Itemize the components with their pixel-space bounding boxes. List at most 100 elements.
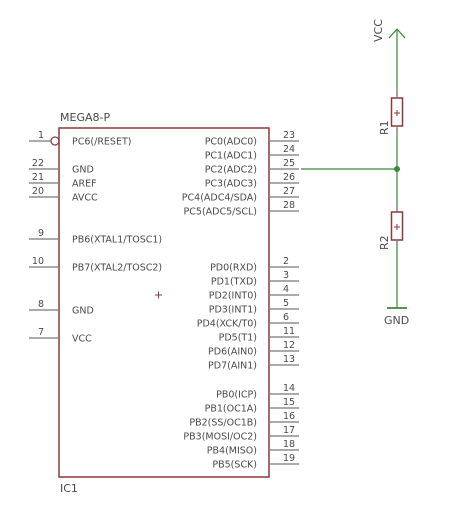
pin-label: PC1(ADC1)	[205, 151, 257, 162]
pin-number: 14	[283, 383, 295, 394]
pin-label: PD0(RXD)	[210, 263, 257, 274]
pin-label: PB6(XTAL1/TOSC1)	[72, 235, 162, 246]
pin-number: 26	[283, 172, 295, 183]
pin-number: 6	[283, 312, 289, 323]
pin-number: 10	[32, 256, 44, 267]
gnd-label: GND	[384, 314, 409, 327]
pin-label: PC5(ADC5/SCL)	[184, 207, 257, 218]
ic-mega8[interactable]: MEGA8-P IC1 1PC6(/RESET)22GND21AREF20AVC…	[29, 111, 299, 495]
pin-label: PB7(XTAL2/TOSC2)	[72, 263, 162, 274]
resistor-r2[interactable]: R2	[378, 206, 404, 250]
pin-label: PC0(ADC0)	[205, 137, 257, 148]
pin-number: 9	[38, 228, 44, 239]
resistor-r1[interactable]: R1	[378, 92, 404, 135]
pin-label: VCC	[72, 334, 92, 345]
pin-number: 5	[283, 298, 289, 309]
pin-label: PD1(TXD)	[211, 277, 257, 288]
pin-label: PD2(INT0)	[209, 291, 257, 302]
pin-label: PB0(ICP)	[216, 390, 257, 401]
ic-name: MEGA8-P	[60, 111, 110, 124]
pin-number: 20	[32, 186, 44, 197]
pin-number: 24	[283, 144, 295, 155]
pin-number: 11	[283, 326, 295, 337]
vcc-arrow-right	[396, 28, 406, 39]
pin-number: 15	[283, 397, 295, 408]
pin-number: 25	[283, 158, 295, 169]
pin-label: PC6(/RESET)	[72, 137, 131, 148]
pin-number: 17	[283, 425, 295, 436]
pin-number: 21	[32, 172, 44, 183]
vcc-arrow-left	[388, 28, 398, 39]
pin-number: 3	[283, 270, 289, 281]
pin-number: 1	[38, 130, 44, 141]
pin-label: PC2(ADC2)	[205, 165, 257, 176]
pin-label: PB1(OC1A)	[205, 404, 257, 415]
pin-number: 4	[283, 284, 289, 295]
pin-number: 16	[283, 411, 295, 422]
pin-number: 2	[283, 256, 289, 267]
ic-ref: IC1	[60, 482, 78, 495]
pin-number: 8	[38, 299, 44, 310]
pin-label: PD6(AIN0)	[208, 347, 257, 358]
r1-label: R1	[378, 120, 391, 135]
inversion-bubble	[50, 136, 60, 146]
vcc-symbol[interactable]: VCC	[372, 19, 406, 42]
pin-number: 27	[283, 186, 295, 197]
pin-number: 28	[283, 200, 295, 211]
pin-number: 23	[283, 130, 295, 141]
pin-label: AVCC	[72, 193, 98, 204]
pin-label: GND	[72, 165, 94, 176]
r2-label: R2	[378, 235, 391, 250]
pin-label: PD5(T1)	[219, 333, 257, 344]
pin-label: PB5(SCK)	[212, 460, 257, 471]
pin-number: 13	[283, 354, 295, 365]
gnd-symbol[interactable]: GND	[384, 307, 409, 327]
pin-label: PB3(MOSI/OC2)	[183, 432, 257, 443]
pin-number: 18	[283, 439, 295, 450]
pin-label: PC4(ADC4/SDA)	[182, 193, 257, 204]
vcc-label: VCC	[372, 19, 385, 42]
pin-label: PD4(XCK/T0)	[197, 319, 257, 330]
pin-number: 7	[38, 327, 44, 338]
pin-number: 12	[283, 340, 295, 351]
pin-label: PD7(AIN1)	[208, 361, 257, 372]
pin-label: PB2(SS/OC1B)	[189, 418, 257, 429]
pin-label: PB4(MISO)	[207, 446, 257, 457]
pin-number: 22	[32, 158, 44, 169]
pin-label: PD3(INT1)	[209, 305, 257, 316]
pin-number: 19	[283, 453, 295, 464]
pin-label: AREF	[72, 179, 97, 190]
left-pins: 1PC6(/RESET)22GND21AREF20AVCC9PB6(XTAL1/…	[29, 130, 162, 345]
junction-dot	[394, 166, 400, 172]
pin-label: GND	[72, 306, 94, 317]
